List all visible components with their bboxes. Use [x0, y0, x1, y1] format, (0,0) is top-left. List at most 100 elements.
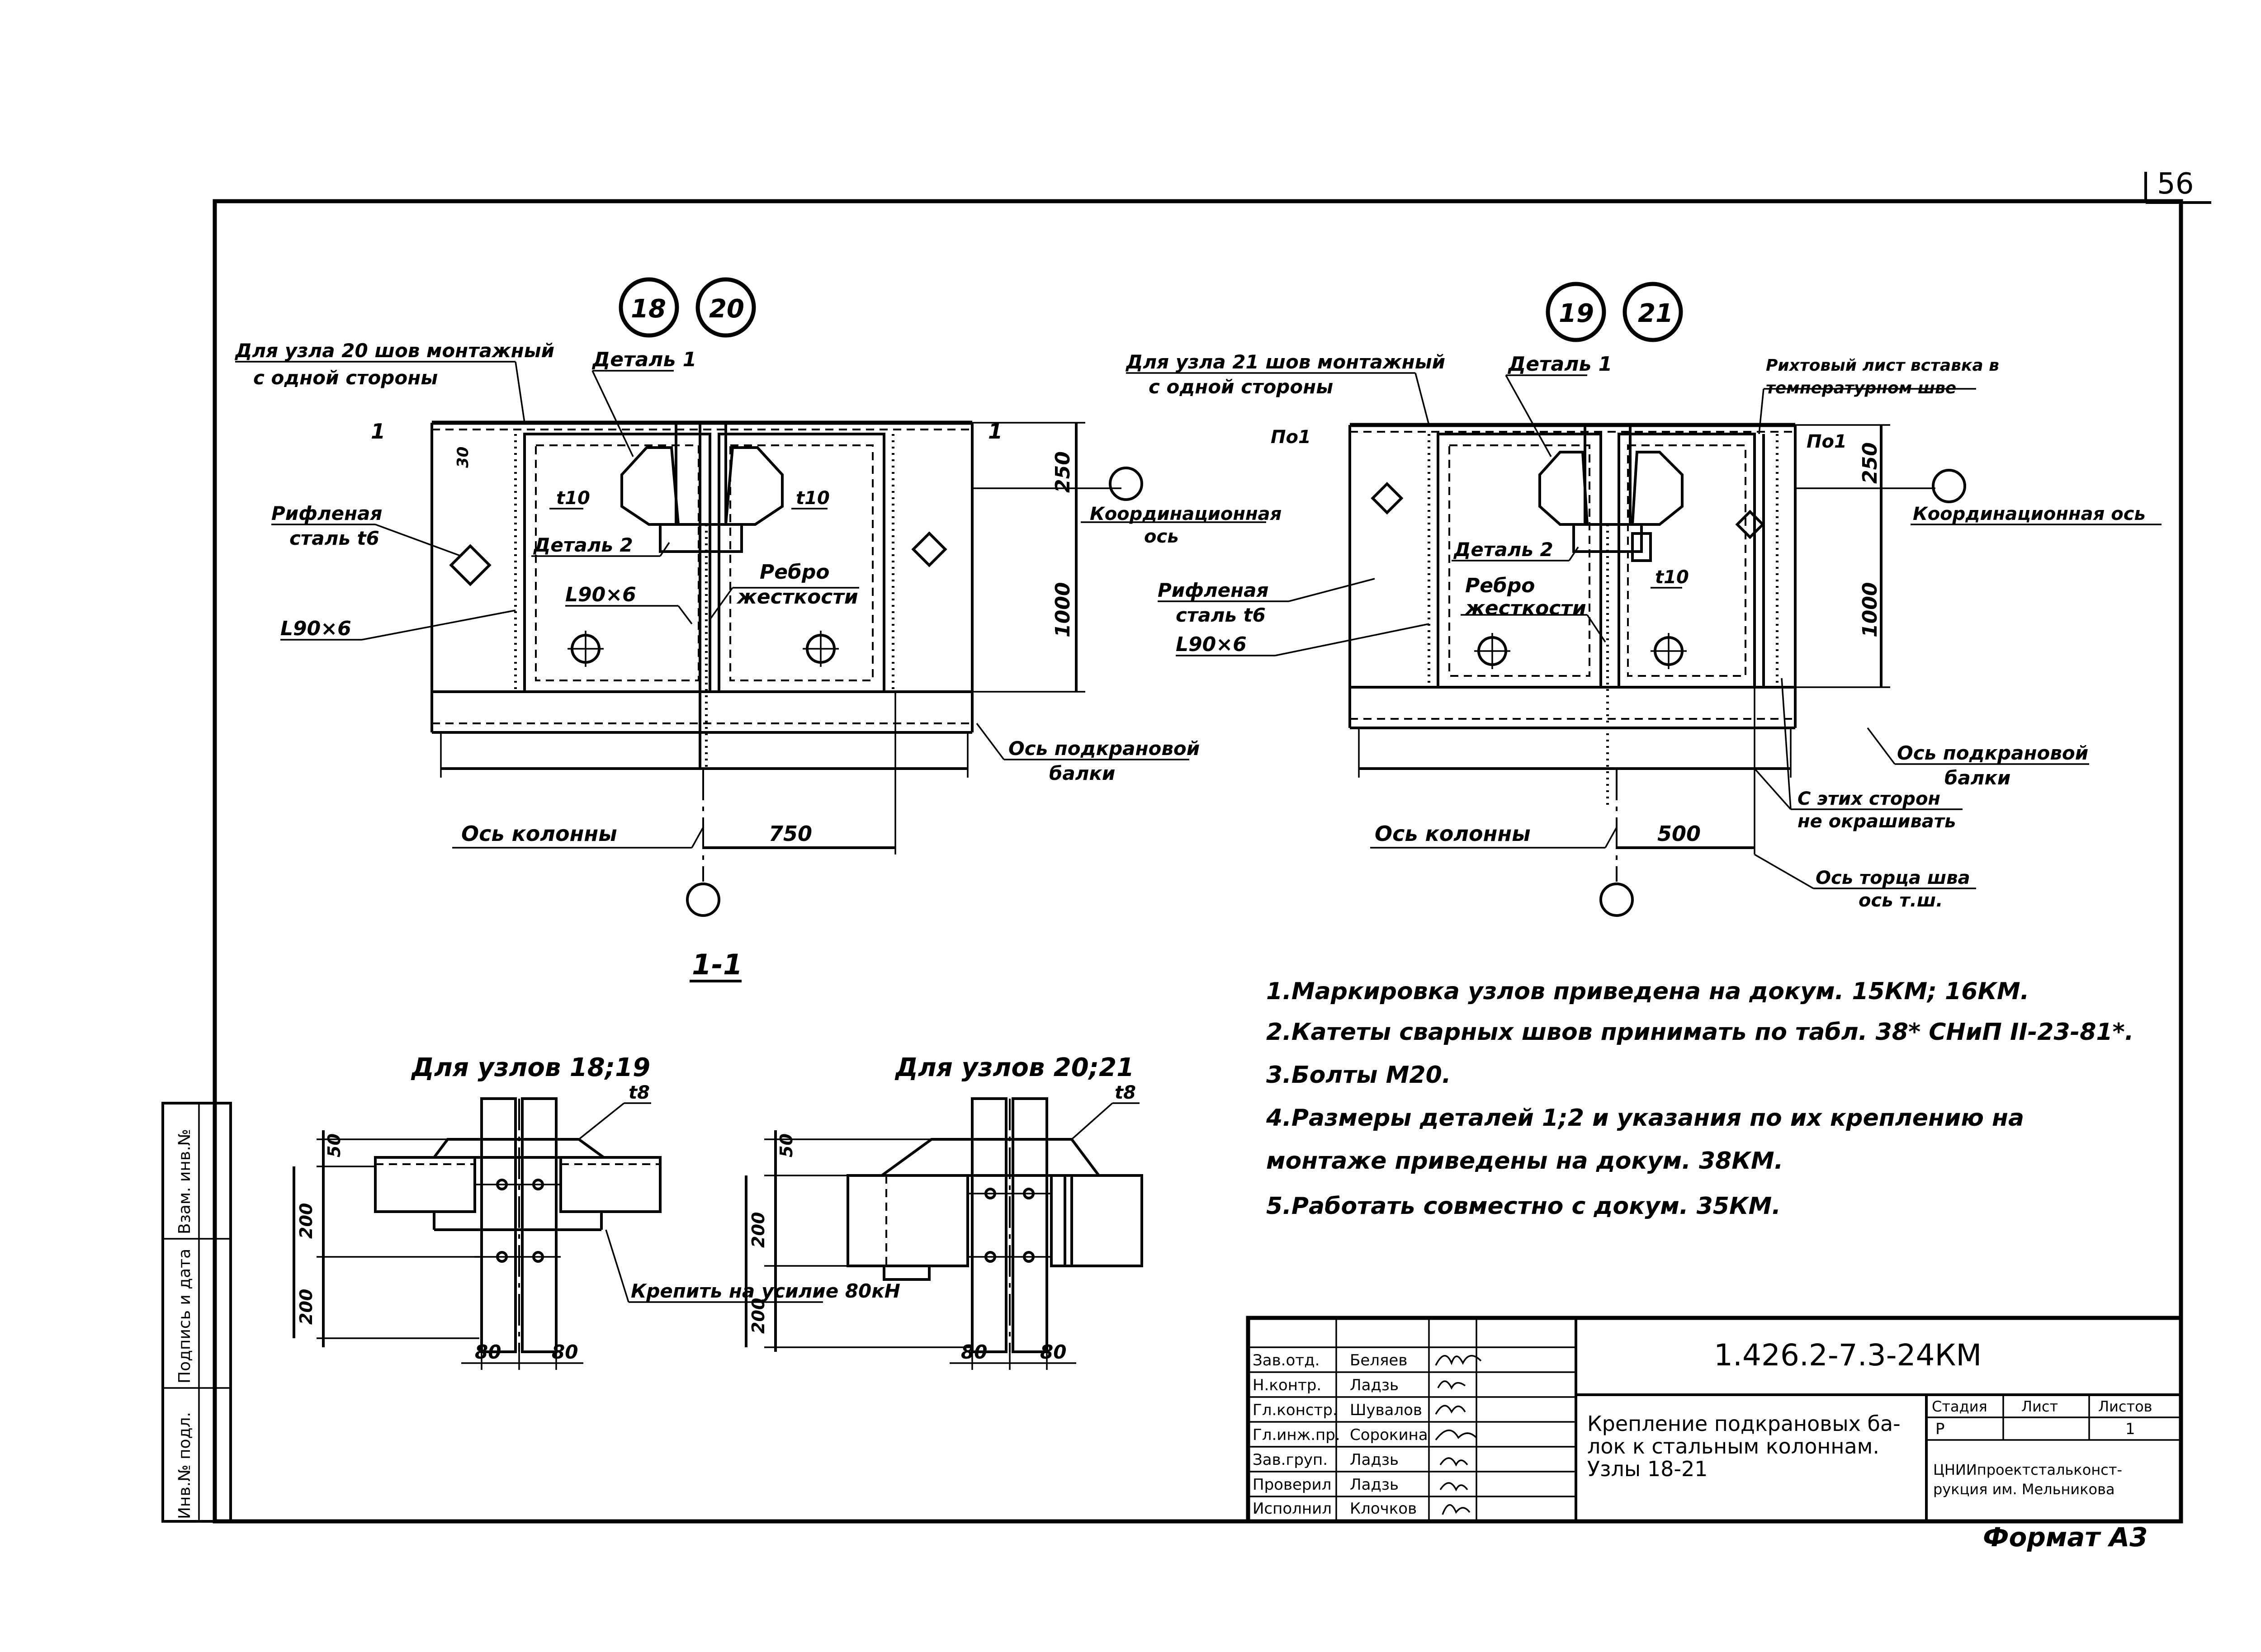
detail-1-label-a: Деталь 1 [591, 348, 696, 371]
dim-30: 30 [454, 447, 472, 468]
format-label: Формат А3 [1983, 1522, 2147, 1553]
document-code: 1.426.2-7.3-24КМ [1714, 1338, 1982, 1373]
end-axis-label-2: ось т.ш. [1859, 890, 1943, 911]
role-5: Проверил [1253, 1476, 1331, 1494]
section-detail-left: 50 200 200 t8 Крепить на усилие 80кН 80 … [293, 1082, 900, 1370]
section-left-title: Для узлов 18;19 [411, 1053, 650, 1082]
angle-label-b: L90×6 [1176, 633, 1247, 656]
corrugated-label-a2: сталь t6 [289, 527, 379, 549]
name-5: Ладзь [1350, 1476, 1399, 1494]
organization-line-2: рукция им. Мельникова [1933, 1481, 2115, 1498]
stiffener-label-b1: Ребро [1465, 574, 1535, 597]
section-mark-a-left: 1 [371, 419, 385, 444]
weld-note-a1: Для узла 20 шов монтажный [234, 340, 554, 362]
role-6: Исполнил [1253, 1500, 1332, 1518]
description-line-3: Узлы 18-21 [1587, 1457, 1708, 1481]
dim-750: 750 [769, 821, 812, 846]
svg-text:18: 18 [631, 294, 666, 324]
sheets-value: 1 [2125, 1420, 2135, 1438]
svg-text:21: 21 [1638, 299, 1673, 328]
sheet-frame: 56 Формат А3 [213, 167, 2211, 1553]
beam-axis-label-b1: Ось подкрановой [1897, 742, 2088, 764]
stamp-signature-date: Подпись и дата [175, 1249, 194, 1383]
angle-label-a-left: L90×6 [280, 617, 351, 640]
role-3: Гл.инж.пр. [1253, 1426, 1340, 1444]
dim-500: 500 [1657, 821, 1701, 846]
signatures [1435, 1355, 1482, 1515]
no-paint-label-2: не окрашивать [1797, 811, 1956, 832]
corrugated-label-b2: сталь t6 [1176, 604, 1266, 626]
note-4: 4.Размеры деталей 1;2 и указания по их к… [1266, 1104, 2024, 1132]
coord-axis-bubble-b [1932, 469, 1966, 503]
stiffener-label-b2: жесткости [1464, 597, 1586, 620]
coord-axis-label-a2: ось [1144, 526, 1178, 547]
note-2: 2.Катеты сварных швов принимать по табл.… [1266, 1019, 2134, 1046]
stamp-inv-original: Инв.№ подл. [175, 1412, 194, 1519]
weld-note-a2: с одной стороны [253, 367, 438, 389]
weld-note-b1: Для узла 21 шов монтажный [1125, 351, 1445, 373]
beam-axis-label-a1: Ось подкрановой [1008, 737, 1200, 760]
plank-label-b2: температурном шве [1766, 379, 1956, 397]
name-2: Шувалов [1350, 1401, 1422, 1419]
svg-text:20: 20 [709, 294, 744, 324]
section-1-1: 1-1 Для узлов 18;19 Для узлов 20;21 [293, 948, 1143, 1370]
column-axis-bubble-a [686, 883, 720, 917]
dim-200b-right: 200 [748, 1298, 768, 1334]
dim-50-right: 50 [776, 1133, 796, 1157]
force-note: Крепить на усилие 80кН [631, 1280, 900, 1302]
note-3: 3.Болты М20. [1266, 1062, 1451, 1089]
stiffener-label-a2: жесткости [736, 585, 858, 609]
page-number: 56 [2157, 167, 2194, 201]
dim-200a-right: 200 [748, 1212, 768, 1248]
description-line-1: Крепление подкрановых ба- [1587, 1411, 1901, 1436]
column-axis-bubble-b [1599, 883, 1634, 917]
coord-axis-bubble-a [1109, 467, 1143, 501]
dim-1000-b: 1000 [1859, 582, 1882, 637]
dim-50-left: 50 [324, 1133, 344, 1157]
t10-left-a: t10 [556, 488, 590, 509]
node-group-18-20: 18 20 [234, 277, 1282, 917]
no-paint-label-1: С этих сторон [1797, 788, 1940, 809]
dim-80b-left: 80 [552, 1341, 578, 1363]
name-1: Ладзь [1350, 1376, 1399, 1394]
t10-right-a: t10 [796, 488, 830, 509]
role-4: Зав.груп. [1253, 1451, 1328, 1469]
coord-axis-label-b: Координационная ось [1913, 504, 2146, 524]
side-stamp: Инв.№ подл. Подпись и дата Взам. инв.№ [161, 1102, 232, 1523]
description-line-2: лок к стальным колоннам. [1587, 1434, 1879, 1458]
dim-200b-left: 200 [296, 1289, 316, 1325]
svg-text:19: 19 [1559, 299, 1594, 328]
stage-value: Р [1935, 1420, 1945, 1438]
coord-axis-label-a1: Координационная [1090, 504, 1282, 524]
column-axis-label-a: Ось колонны [461, 821, 617, 846]
dim-80a-right: 80 [961, 1341, 987, 1363]
role-2: Гл.констр. [1253, 1401, 1338, 1419]
node-mark-19 [1546, 282, 1606, 342]
role-1: Н.контр. [1253, 1376, 1321, 1394]
node-mark-21 [1622, 282, 1683, 342]
dim-80b-right: 80 [1040, 1341, 1066, 1363]
end-axis-label-1: Ось торца шва [1816, 868, 1970, 888]
note-4-cont: монтаже приведены на докум. 38КМ. [1266, 1147, 1783, 1175]
dim-80a-left: 80 [475, 1341, 501, 1363]
role-0: Зав.отд. [1253, 1351, 1320, 1369]
stamp-inv-replacement: Взам. инв.№ [175, 1129, 194, 1234]
t8-left: t8 [629, 1082, 650, 1103]
organization-line-1: ЦНИИпроектстальконст- [1933, 1461, 2122, 1478]
beam-elevation-a [430, 420, 974, 778]
node-mark-20 [695, 277, 756, 338]
name-6: Клочков [1350, 1500, 1417, 1518]
dim-250-a: 250 [1051, 451, 1074, 493]
section-mark-b-left: По1 [1271, 427, 1311, 448]
detail-1-label-b: Деталь 1 [1507, 353, 1612, 376]
stage-header: Стадия [1932, 1398, 1987, 1415]
name-4: Ладзь [1350, 1451, 1399, 1469]
note-5: 5.Работать совместно с докум. 35КМ. [1266, 1193, 1781, 1220]
t8-right: t8 [1115, 1082, 1136, 1103]
node-mark-18 [619, 277, 679, 338]
beam-elevation-b [1348, 423, 1797, 805]
section-detail-right: 50 200 200 t8 80 80 [745, 1082, 1143, 1370]
dim-250-b: 250 [1859, 442, 1882, 484]
angle-label-a-mid: L90×6 [565, 583, 636, 606]
